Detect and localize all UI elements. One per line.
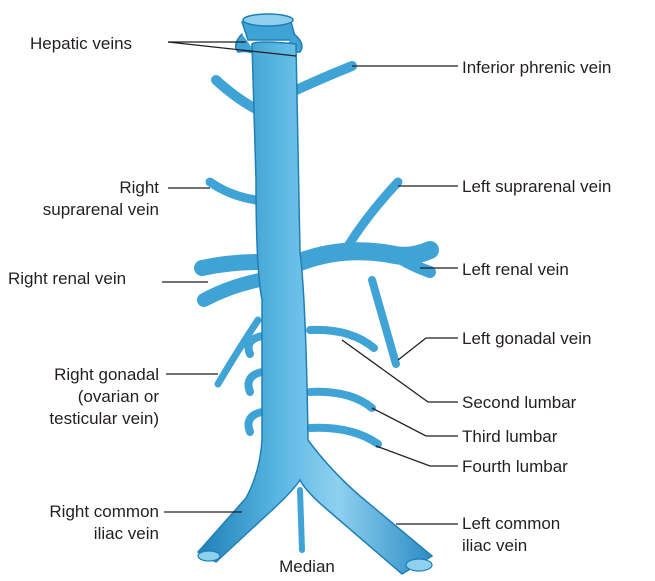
label-right-common-iliac-line1: Right common — [49, 501, 159, 522]
label-left-suprarenal: Left suprarenal vein — [462, 176, 611, 197]
fourth-lumbar-vein-shape — [310, 428, 378, 444]
median-sacral-vein-shape — [300, 490, 302, 550]
label-right-suprarenal-line2: suprarenal vein — [43, 199, 159, 220]
right-inferior-phrenic-shape — [216, 80, 258, 110]
label-right-gonadal-line3: testicular vein) — [49, 408, 159, 429]
label-right-suprarenal-line1: Right — [119, 177, 159, 198]
leader-second-lumbar — [342, 340, 458, 402]
label-left-common-iliac-line2: iliac vein — [462, 535, 527, 556]
label-median: Median — [272, 556, 342, 577]
leader-third-lumbar — [372, 408, 458, 436]
third-lumbar-vein-shape — [310, 392, 372, 408]
label-right-renal: Right renal vein — [8, 268, 126, 289]
label-inferior-phrenic: Inferior phrenic vein — [462, 57, 611, 78]
right-suprarenal-vein-shape — [210, 182, 256, 200]
label-right-common-iliac-line2: iliac vein — [94, 523, 159, 544]
label-right-gonadal-line2: (ovarian or — [78, 386, 159, 407]
label-left-gonadal: Left gonadal vein — [462, 328, 592, 349]
inferior-vena-cava-shape — [198, 42, 432, 574]
label-hepatic-veins: Hepatic veins — [30, 33, 132, 54]
second-lumbar-vein-shape — [310, 330, 374, 348]
label-left-renal: Left renal vein — [462, 259, 569, 280]
left-suprarenal-vein-shape — [348, 182, 398, 246]
right-renal-vein-shape — [202, 262, 260, 268]
label-left-common-iliac-line1: Left common — [462, 513, 560, 534]
leader-left-gonadal — [398, 338, 458, 360]
label-fourth-lumbar: Fourth lumbar — [462, 456, 568, 477]
label-second-lumbar: Second lumbar — [462, 392, 576, 413]
label-third-lumbar: Third lumbar — [462, 426, 557, 447]
label-right-gonadal-line1: Right gonadal — [54, 364, 159, 385]
inferior-phrenic-vein-shape — [292, 66, 352, 92]
leader-fourth-lumbar — [376, 446, 458, 466]
